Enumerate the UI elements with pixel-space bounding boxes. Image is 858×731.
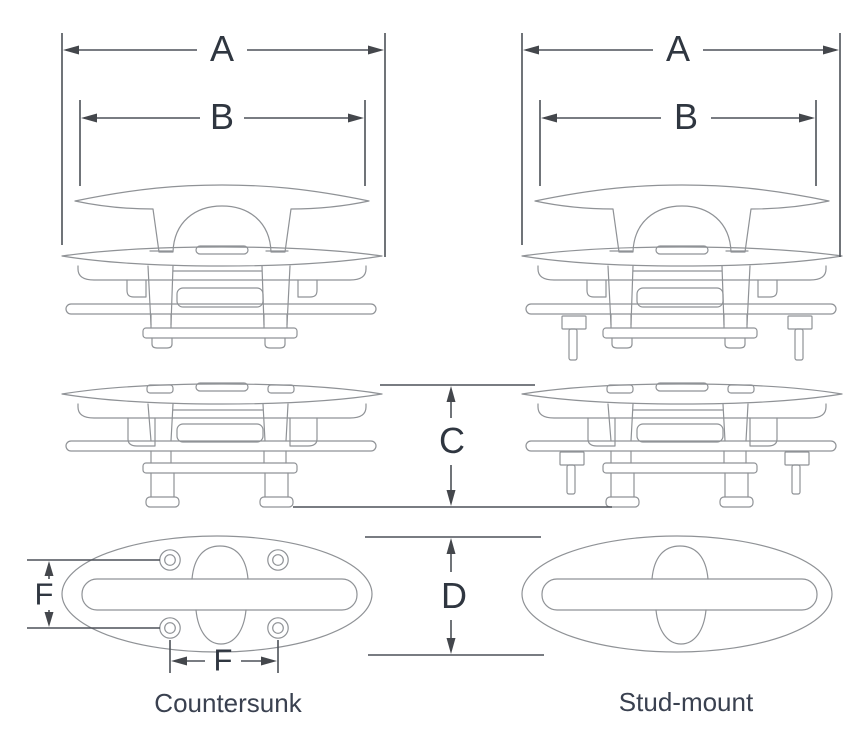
dim-f-vertical [27, 559, 160, 629]
arrowhead-icon [541, 113, 557, 123]
arrowhead-icon [44, 612, 54, 627]
arrowhead-icon [348, 113, 364, 123]
dim-label-d: D [441, 575, 467, 616]
dim-c [293, 384, 612, 508]
countersunk-folded-view [61, 382, 383, 508]
dim-label-f-vertical: F [34, 576, 54, 612]
arrowhead-icon [446, 638, 456, 654]
dimension-lines [27, 33, 841, 673]
dim-label-b-right: B [673, 96, 699, 137]
arrowhead-icon [799, 113, 815, 123]
arrowhead-icon [261, 656, 277, 666]
countersunk-raised-view [61, 184, 383, 349]
dim-b-left [79, 100, 366, 186]
arrowhead-icon [44, 561, 54, 576]
arrowhead-icon [63, 45, 79, 55]
dim-a-left [61, 33, 386, 257]
dim-d [365, 536, 544, 656]
dim-label-b-left: B [209, 96, 235, 137]
countersunk-plan-view [61, 535, 373, 653]
countersunk-plan-holes [159, 549, 289, 639]
caption-stud-mount: Stud-mount [618, 687, 754, 717]
arrowhead-icon [171, 656, 187, 666]
arrowhead-icon [523, 45, 539, 55]
arrowhead-icon [823, 45, 839, 55]
arrowhead-icon [446, 386, 456, 402]
stud-mount-folded-view [521, 382, 843, 508]
arrowhead-icon [368, 45, 384, 55]
dim-label-c: C [439, 420, 465, 461]
dim-f-horizontal [169, 640, 279, 673]
arrowhead-icon [446, 538, 456, 554]
arrowhead-icon [446, 490, 456, 506]
dim-b-right [539, 100, 817, 186]
dim-label-f-horizontal: F [213, 642, 233, 678]
dim-label-a-left: A [209, 28, 235, 69]
stud-mount-raised-view [521, 184, 843, 349]
caption-countersunk: Countersunk [154, 688, 302, 718]
stud-mount-plan-view [521, 535, 833, 653]
dim-label-a-right: A [665, 28, 691, 69]
dim-a-right [521, 33, 841, 257]
arrowhead-icon [81, 113, 97, 123]
